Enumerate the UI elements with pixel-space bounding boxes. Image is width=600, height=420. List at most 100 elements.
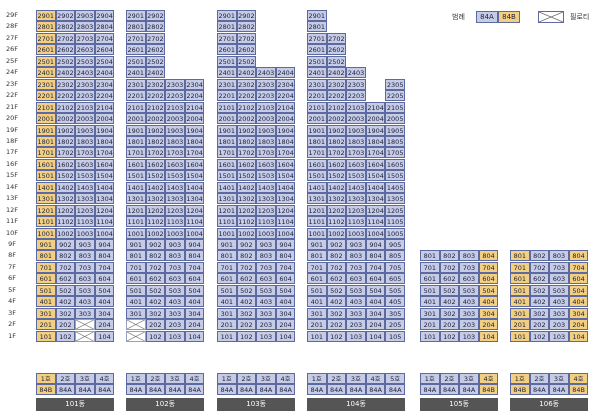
- unit-cell: 1602: [55, 158, 76, 170]
- unit-cell: 2203: [165, 90, 185, 102]
- unit-cell: 1703: [75, 147, 95, 159]
- unit-cell: 1601: [126, 158, 146, 170]
- unit-cell: 2501: [217, 55, 237, 67]
- floor-label: 22F: [5, 91, 18, 100]
- unit-cell: 1901: [307, 124, 327, 136]
- unit-cell: 1302: [236, 193, 257, 205]
- unit-cell: 1501: [307, 170, 327, 182]
- unit-cell: 104: [275, 330, 296, 342]
- unit-cell: 1202: [145, 204, 166, 216]
- unit-cell: 2204: [275, 90, 296, 102]
- unit-cell: 2601: [36, 44, 56, 56]
- floor-label: 5F: [8, 285, 16, 294]
- unit-cell: 303: [165, 307, 185, 319]
- unit-cell: 1102: [55, 216, 76, 228]
- unit-cell: 202: [326, 319, 347, 331]
- unit-cell: 1504: [184, 170, 205, 182]
- unit-cell: 203: [459, 319, 479, 331]
- unit-cell: 1302: [55, 193, 76, 205]
- unit-cell: 1004: [275, 227, 296, 239]
- unit-cell: 1702: [326, 147, 347, 159]
- unit-cell: 2104: [94, 101, 115, 113]
- unit-cell: 1102: [236, 216, 257, 228]
- unit-cell: 2303: [75, 78, 95, 90]
- unit-cell: 2001: [36, 113, 56, 125]
- line-number-cell: 4호: [478, 373, 499, 384]
- unit-cell: 701: [36, 261, 56, 273]
- unit-cell: 1501: [36, 170, 56, 182]
- unit-cell: 2602: [236, 44, 257, 56]
- unit-cell: 601: [36, 273, 56, 285]
- unit-cell: 404: [94, 296, 115, 308]
- unit-cell: 2301: [36, 78, 56, 90]
- unit-cell: 1102: [326, 216, 347, 228]
- unit-cell: 205: [385, 319, 405, 331]
- unit-cell: 701: [307, 261, 327, 273]
- unit-cell: 1904: [94, 124, 115, 136]
- unit-cell: 102: [55, 330, 76, 342]
- unit-cell: 1001: [307, 227, 327, 239]
- unit-cell: 1404: [365, 181, 386, 193]
- unit-cell: 701: [420, 261, 440, 273]
- unit-cell: 1503: [75, 170, 95, 182]
- unit-cell: 1304: [275, 193, 296, 205]
- piloti-cell: [126, 319, 146, 331]
- unit-cell: 1101: [126, 216, 146, 228]
- unit-cell: 502: [55, 284, 76, 296]
- unit-cell: 604: [184, 273, 205, 285]
- unit-cell: 1302: [326, 193, 347, 205]
- unit-cell: 403: [256, 296, 276, 308]
- unit-cell: 2301: [126, 78, 146, 90]
- unit-cell: 804: [568, 250, 589, 262]
- unit-cell: 202: [55, 319, 76, 331]
- unit-cell: 203: [346, 319, 366, 331]
- unit-type-cell: 84A: [236, 384, 257, 395]
- unit-cell: 504: [184, 284, 205, 296]
- unit-cell: 2101: [36, 101, 56, 113]
- unit-cell: 2601: [307, 44, 327, 56]
- unit-cell: 602: [145, 273, 166, 285]
- unit-cell: 402: [236, 296, 257, 308]
- unit-cell: 801: [126, 250, 146, 262]
- unit-cell: 301: [126, 307, 146, 319]
- floor-label: 20F: [5, 114, 18, 123]
- unit-cell: 901: [217, 239, 237, 250]
- line-number-cell: 4호: [94, 373, 115, 384]
- floor-label: 13F: [5, 194, 18, 203]
- unit-cell: 1002: [145, 227, 166, 239]
- floor-label: 25F: [5, 56, 18, 65]
- unit-cell: 601: [510, 273, 530, 285]
- unit-type-cell: 84A: [217, 384, 237, 395]
- unit-cell: 703: [75, 261, 95, 273]
- unit-cell: 302: [145, 307, 166, 319]
- unit-cell: 2102: [145, 101, 166, 113]
- unit-cell: 703: [549, 261, 569, 273]
- floor-label: 14F: [5, 182, 18, 191]
- unit-cell: 403: [75, 296, 95, 308]
- unit-cell: 204: [478, 319, 499, 331]
- unit-cell: 1602: [145, 158, 166, 170]
- unit-cell: 1803: [346, 135, 366, 147]
- unit-cell: 2401: [217, 67, 237, 79]
- unit-cell: 1504: [94, 170, 115, 182]
- line-number-cell: 3호: [459, 373, 479, 384]
- unit-cell: 1504: [365, 170, 386, 182]
- unit-cell: 104: [94, 330, 115, 342]
- unit-cell: 1303: [256, 193, 276, 205]
- unit-cell: 103: [459, 330, 479, 342]
- unit-cell: 301: [307, 307, 327, 319]
- unit-cell: 1301: [126, 193, 146, 205]
- unit-cell: 101: [217, 330, 237, 342]
- piloti-cross-icon: [76, 320, 94, 330]
- unit-cell: 2701: [126, 32, 146, 44]
- unit-cell: 1304: [365, 193, 386, 205]
- unit-cell: 1201: [307, 204, 327, 216]
- unit-cell: 1004: [365, 227, 386, 239]
- unit-cell: 1104: [365, 216, 386, 228]
- unit-cell: 1304: [94, 193, 115, 205]
- line-number-cell: 1호: [510, 373, 530, 384]
- unit-cell: 901: [126, 239, 146, 250]
- unit-cell: 2902: [145, 10, 166, 21]
- unit-cell: 2502: [326, 55, 347, 67]
- unit-type-cell: 84A: [75, 384, 95, 395]
